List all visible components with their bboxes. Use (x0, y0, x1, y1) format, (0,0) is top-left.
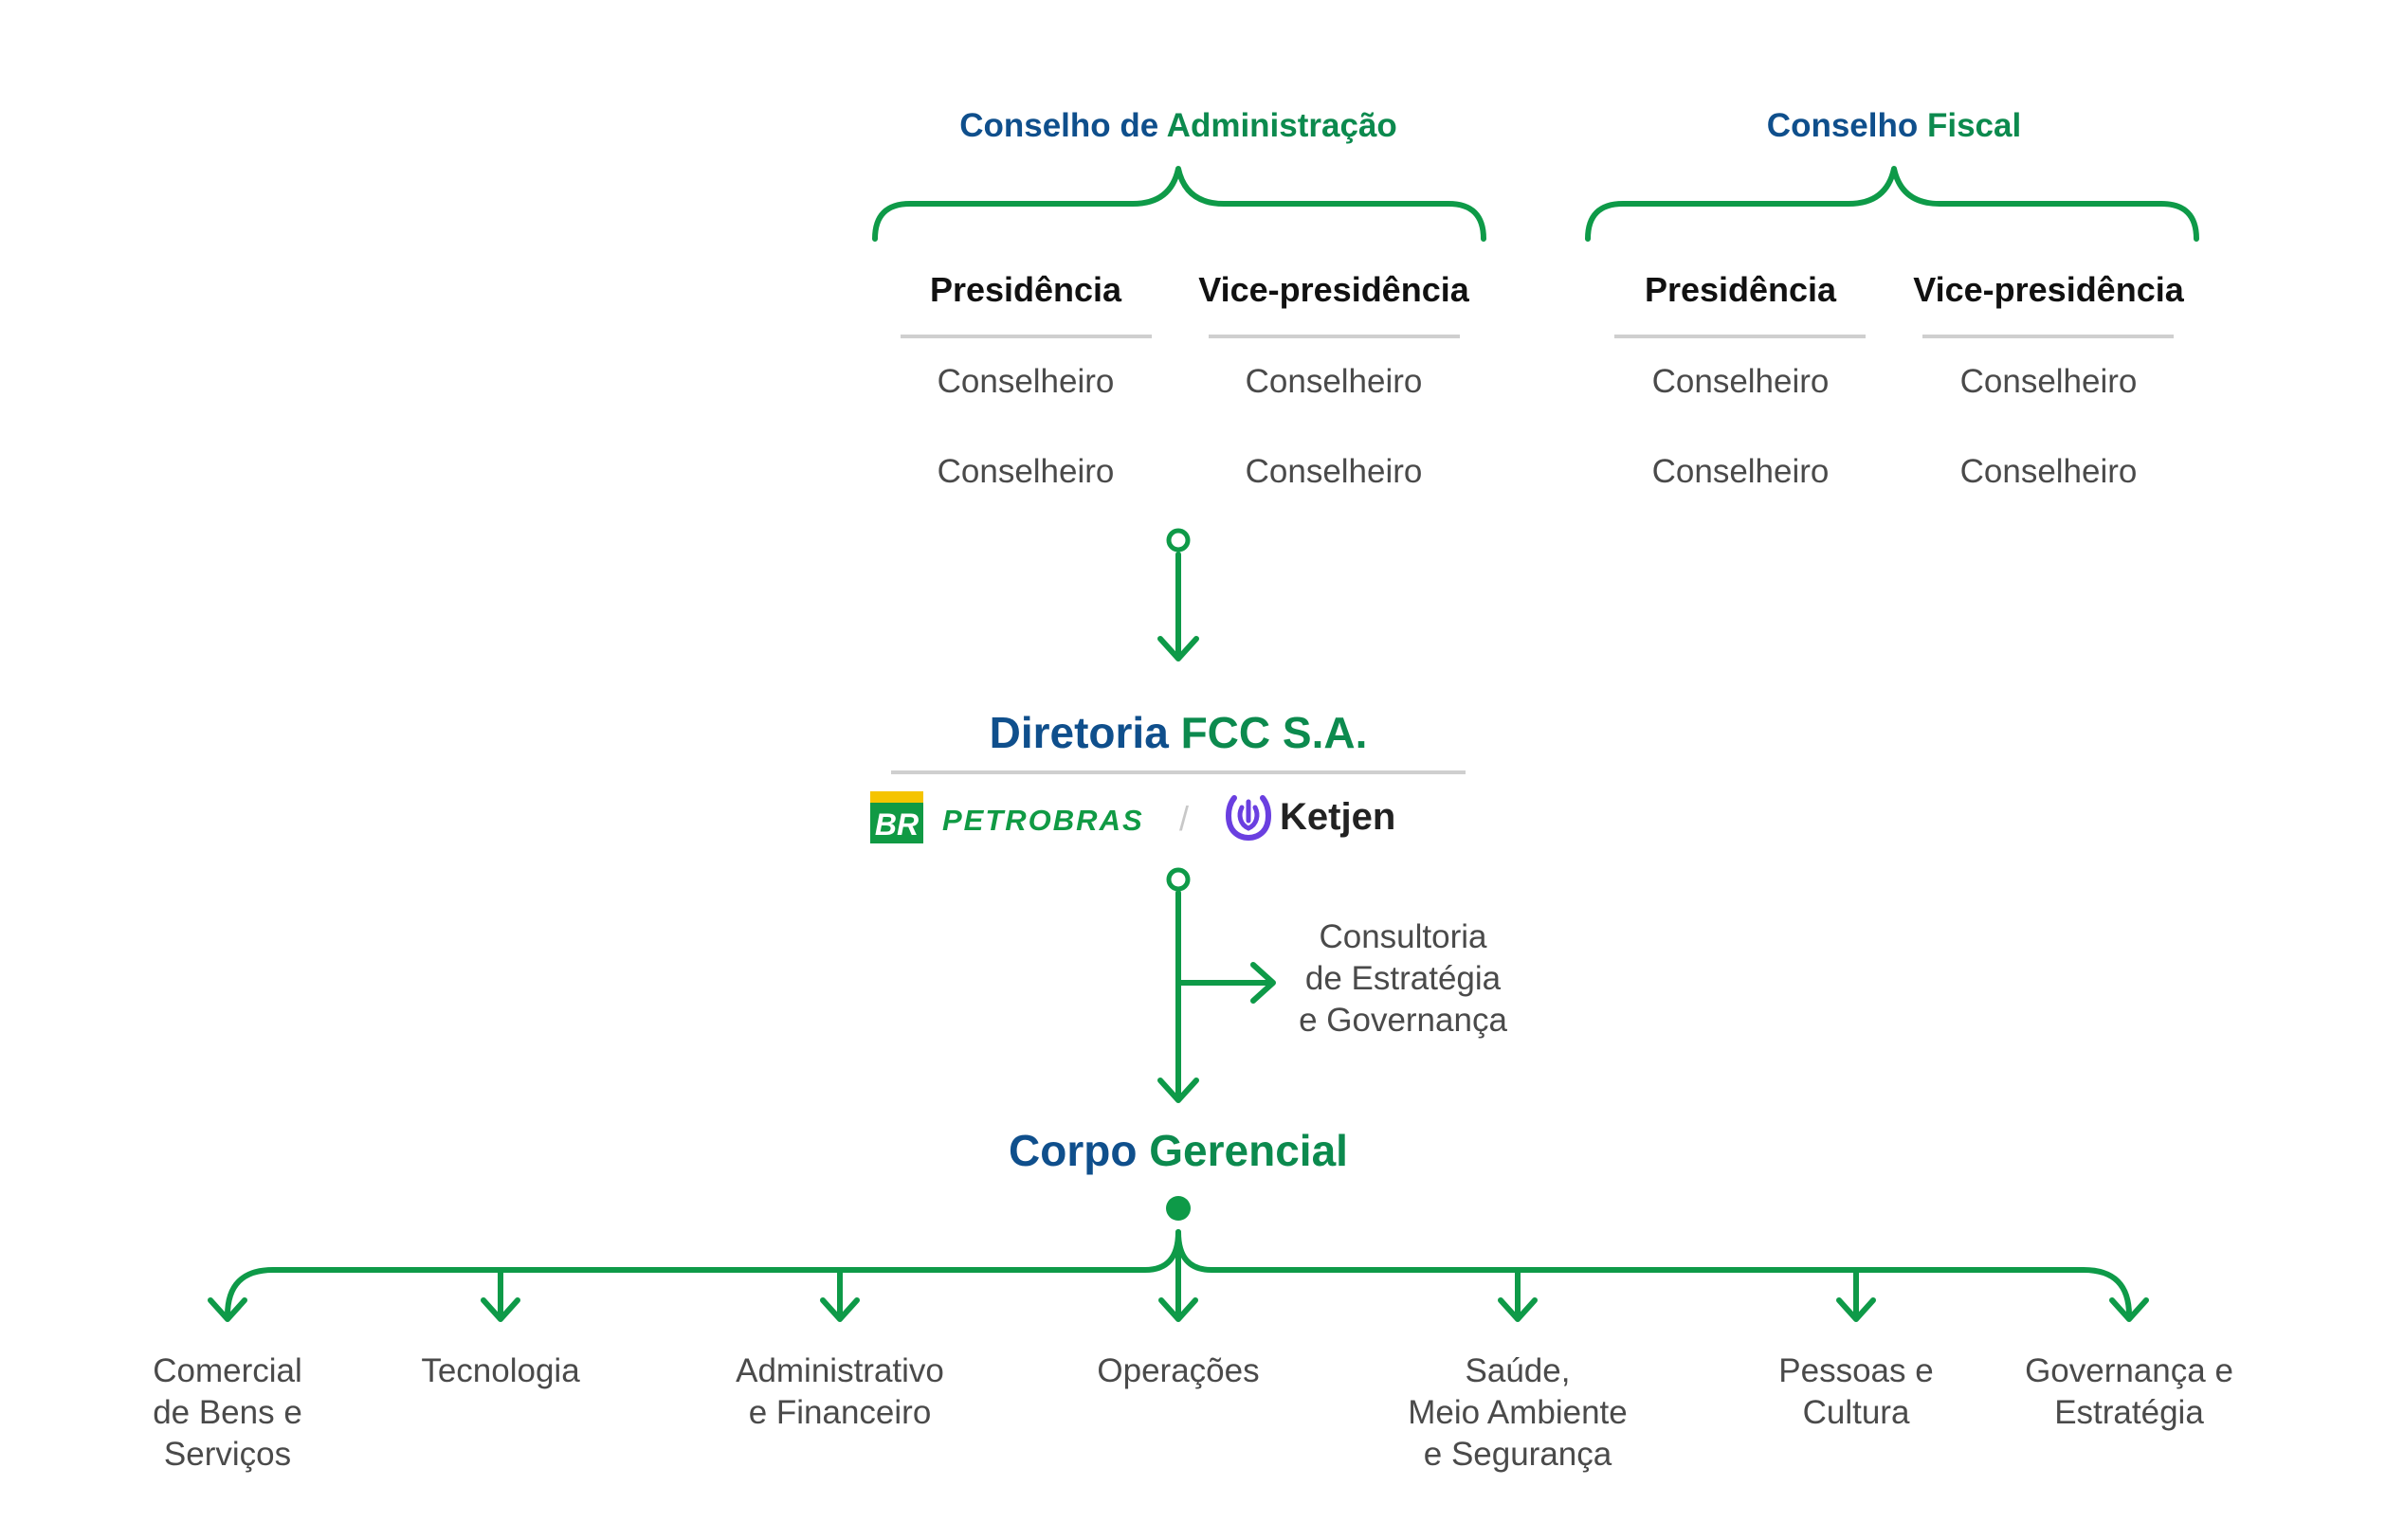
admin-board-title: Conselho de Administração (959, 107, 1397, 145)
fiscal-board-title-part1: Conselho (1766, 107, 1927, 144)
department-line: e Financeiro (748, 1394, 932, 1431)
consultancy-label: Consultoria de Estratégia e Governança (1280, 916, 1526, 1042)
department-administrative: Administrativo e Financeiro (688, 1350, 992, 1434)
fiscal-vice-presidency-heading: Vice-presidência (1913, 270, 2184, 309)
department-people: Pessoas e Cultura (1723, 1350, 1989, 1434)
admin-member: Conselheiro (937, 363, 1115, 400)
fiscal-member: Conselheiro (1959, 363, 2138, 400)
department-operations: Operações (1046, 1350, 1311, 1392)
arrow-dept-5 (1498, 1267, 1538, 1322)
management-title-part2: Gerencial (1149, 1126, 1348, 1175)
department-governance: Governança e Estratégia (1996, 1350, 2262, 1434)
management-title: Corpo Gerencial (1009, 1125, 1348, 1176)
arrow-dept-2 (481, 1267, 520, 1322)
fiscal-member: Conselheiro (1651, 363, 1830, 400)
department-line: Comercial (153, 1352, 302, 1389)
department-line: Saúde, (1465, 1352, 1571, 1389)
department-line: Pessoas e (1778, 1352, 1934, 1389)
consultancy-line: e Governança (1299, 1002, 1507, 1039)
department-line: Meio Ambiente (1408, 1394, 1628, 1431)
admin-board-title-part2: Administração (1166, 107, 1397, 144)
management-title-part1: Corpo (1009, 1126, 1150, 1175)
ketjen-flame-icon (1226, 795, 1271, 841)
arrow-dept-1 (208, 1297, 247, 1322)
admin-member: Conselheiro (937, 453, 1115, 490)
fiscal-board-brace (1585, 166, 2199, 242)
department-line: Operações (1097, 1352, 1260, 1389)
directorate-title-part1: Diretoria (989, 708, 1181, 757)
arrow-dept-4 (1158, 1229, 1198, 1322)
petrobras-logo-icon: BR (870, 791, 923, 843)
connector-node-top (1166, 528, 1191, 553)
directorate-title: Diretoria FCC S.A. (990, 707, 1368, 758)
department-line: Tecnologia (421, 1352, 580, 1389)
petrobras-wordmark: PETROBRAS (942, 804, 1144, 837)
admin-member: Conselheiro (1245, 453, 1423, 490)
department-line: Governança e (2025, 1352, 2233, 1389)
arrow-to-consultancy (1175, 962, 1276, 1004)
department-line: de Bens e (153, 1394, 302, 1431)
department-line: Serviços (163, 1436, 292, 1473)
admin-presidency-heading: Presidência (929, 270, 1122, 309)
fiscal-presidency-heading: Presidência (1644, 270, 1837, 309)
connector-node-middle (1166, 867, 1191, 892)
department-line: Estratégia (2054, 1394, 2204, 1431)
department-commercial: Comercial de Bens e Serviços (95, 1350, 360, 1476)
consultancy-line: de Estratégia (1304, 960, 1502, 997)
fiscal-board-title: Conselho Fiscal (1767, 107, 2021, 145)
department-line: e Segurança (1423, 1436, 1612, 1473)
fiscal-member: Conselheiro (1959, 453, 2138, 490)
admin-board-brace (872, 166, 1486, 242)
ketjen-wordmark: Ketjen (1280, 796, 1396, 838)
connector-node-bottom (1166, 1196, 1191, 1221)
fiscal-member: Conselheiro (1651, 453, 1830, 490)
petrobras-badge-text: BR (875, 807, 919, 842)
department-line: Cultura (1802, 1394, 1910, 1431)
admin-member: Conselheiro (1245, 363, 1423, 400)
arrow-dept-6 (1836, 1267, 1876, 1322)
consultancy-line: Consultoria (1319, 918, 1487, 955)
arrow-dept-7 (2109, 1297, 2149, 1322)
arrow-dept-3 (820, 1267, 860, 1322)
directorate-title-part2: FCC S.A. (1180, 708, 1368, 757)
department-technology: Tecnologia (368, 1350, 633, 1392)
logo-separator: / (1179, 799, 1190, 838)
arrow-board-to-directorate (1157, 552, 1199, 661)
fiscal-board-title-part2: Fiscal (1926, 107, 2022, 144)
department-line: Administrativo (736, 1352, 944, 1389)
admin-board-title-part1: Conselho de (959, 107, 1167, 144)
admin-vice-presidency-heading: Vice-presidência (1198, 270, 1469, 309)
department-health-safety: Saúde, Meio Ambiente e Segurança (1366, 1350, 1669, 1476)
arrow-directorate-to-management (1157, 890, 1199, 1103)
